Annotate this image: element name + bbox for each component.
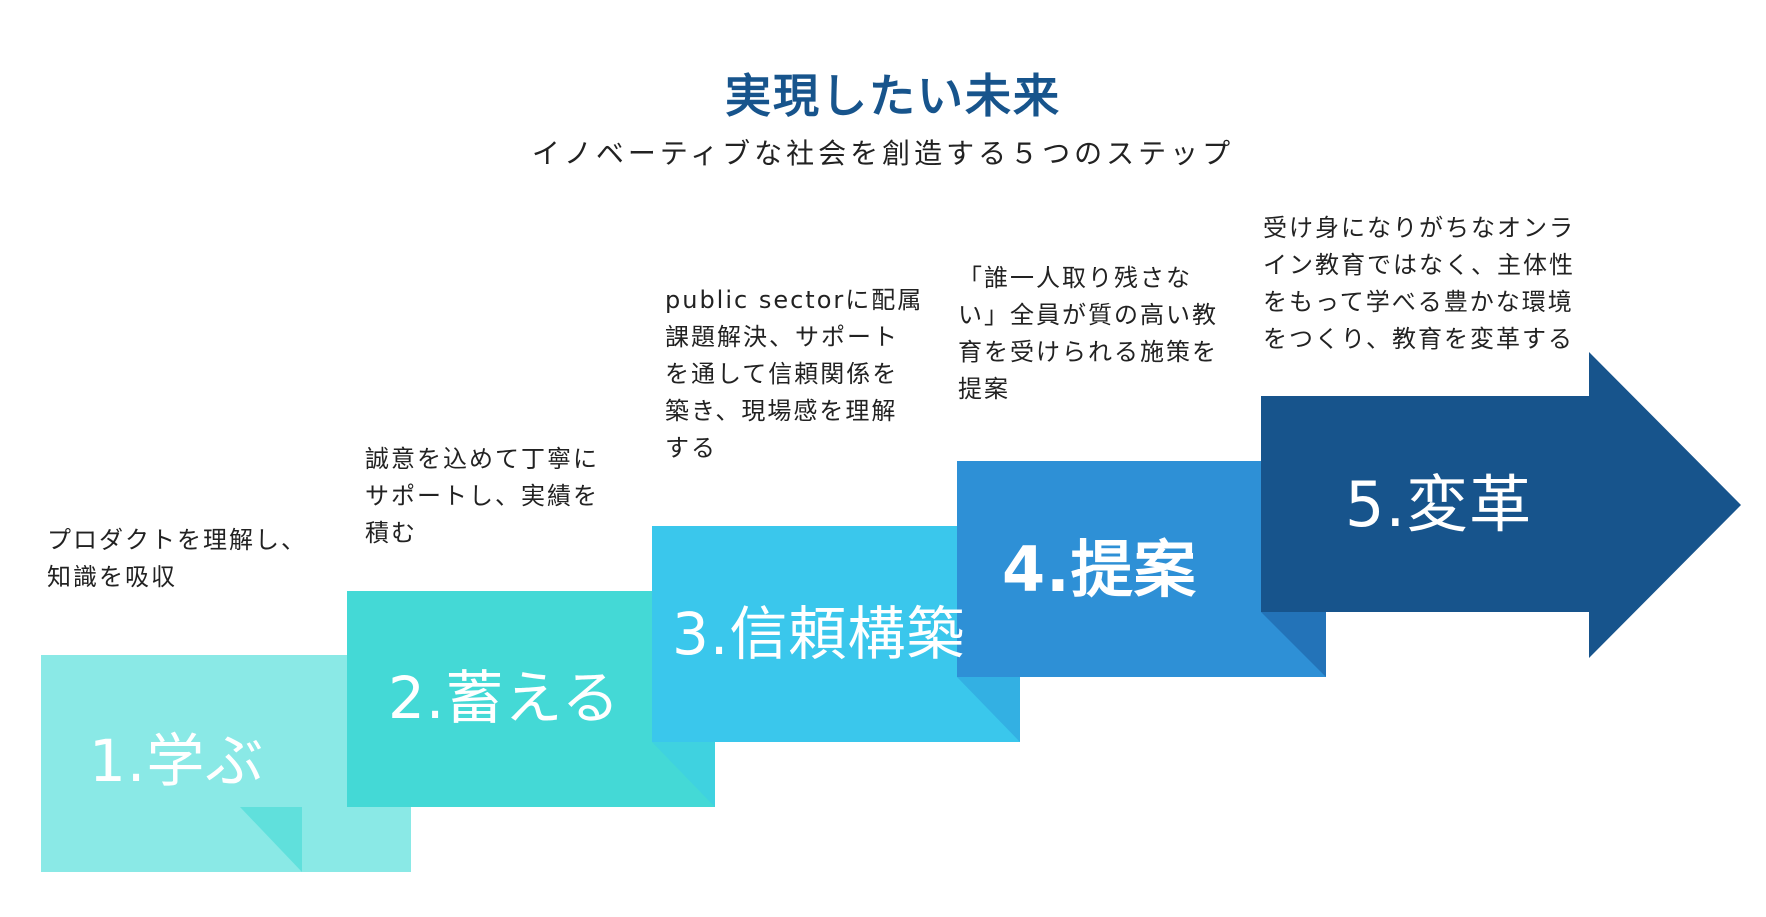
step-3-label: 3.信頼構築 [672, 600, 966, 668]
step-1-fold-icon [240, 807, 302, 872]
step-3-description: public sectorに配属 課題解決、サポート を通して信頼関係を 築き、… [665, 286, 924, 462]
step-5-label: 5.変革 [1345, 468, 1533, 541]
step-2-description: 誠意を込めて丁寧に サポートし、実績を 積む [365, 445, 599, 547]
step-4-description: 「誰一人取り残さな い」全員が質の高い教 育を受けられる施策を 提案 [958, 264, 1218, 403]
step-2-label: 2.蓄える [388, 664, 621, 732]
step-4-fold-icon [1261, 612, 1326, 677]
step-5-description: 受け身になりがちなオンラ イン教育ではなく、主体性 をもって学べる豊かな環境 を… [1263, 214, 1575, 353]
step-1-label: 1.学ぶ [89, 727, 265, 795]
step-4-label: 4.提案 [1002, 533, 1197, 606]
page-title: 実現したい未来 [725, 69, 1061, 123]
page-subtitle: イノベーティブな社会を創造する５つのステップ [531, 137, 1235, 170]
step-2-fold-icon [652, 742, 715, 807]
step-5-arrow [1261, 352, 1741, 658]
step-3-fold-icon [957, 677, 1020, 742]
step-1-description: プロダクトを理解し、 知識を吸収 [47, 526, 307, 591]
